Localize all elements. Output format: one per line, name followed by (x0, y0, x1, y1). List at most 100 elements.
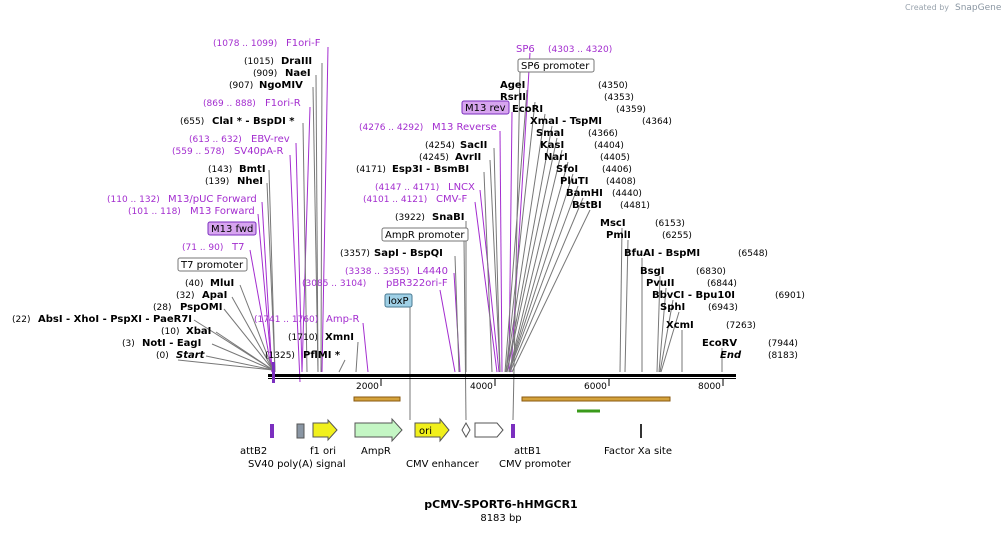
attb1-feature (511, 424, 515, 438)
site-name: NgoMIV (259, 80, 303, 91)
site-name: SfoI (556, 164, 578, 175)
site-name: PluTI (560, 176, 588, 187)
site-12: (1015)DraIII (244, 56, 312, 67)
site-position: (6901) (775, 291, 805, 301)
primer-0: (1078 .. 1099)F1ori-F (213, 38, 321, 49)
m13-rev-text: M13 rev (465, 103, 506, 114)
primer-name: SV40pA-R (234, 146, 283, 157)
t7-promoter-box (177, 257, 248, 272)
site-position: (3) (122, 339, 135, 349)
plasmid-length: 8183 bp (480, 513, 521, 524)
site-position: (6830) (696, 267, 726, 277)
site-name: Start (176, 350, 206, 361)
cmv-promoter-label: CMV promoter (499, 459, 572, 470)
m13-fwd-box (207, 221, 257, 236)
site-8: (143)BmtI (208, 164, 266, 175)
ruler-2000: 2000 (356, 382, 379, 392)
credit-text: Created by (905, 3, 949, 12)
site-4: (28)PspOMI (153, 302, 222, 313)
site-position: (4364) (642, 117, 672, 127)
primer-11: (4147 .. 4171)LNCX (375, 182, 475, 193)
site-18: (4245)AvrII (419, 152, 481, 163)
ruler-4000: 4000 (470, 382, 493, 392)
site-position: (655) (180, 117, 204, 127)
site-position: (4254) (425, 141, 455, 151)
primer-range: (4101 .. 4121) (363, 195, 427, 205)
primer-sites: (1078 .. 1099)F1ori-F(869 .. 888)F1ori-R… (107, 38, 612, 325)
site-36: (6901) BbvCI - Bpu10I (652, 290, 805, 301)
primer-name: pBR322ori-F (386, 278, 448, 289)
site-position: (907) (229, 81, 253, 91)
plasmid-name: pCMV-SPORT6-hHMGCR1 (424, 498, 577, 511)
site-name: SmaI (536, 128, 564, 139)
primer-10: (4101 .. 4121) CMV-F (363, 194, 467, 205)
site-14: (1710)XmnI (288, 332, 354, 343)
site-name: AbsI - XhoI - PspXI - PaeR7I (38, 314, 192, 325)
factorxa-label: Factor Xa site (604, 446, 672, 457)
primer-name: M13 Reverse (432, 122, 497, 133)
site-name: NarI (544, 152, 568, 163)
primer-range: (559 .. 578) (172, 147, 225, 157)
site-name: ApaI (202, 290, 227, 301)
primer-name: LNCX (448, 182, 475, 193)
site-22: (4359)EcoRI (512, 104, 646, 115)
cmv-promoter-feature (474, 422, 504, 438)
f1-ori-label: f1 ori (310, 446, 336, 457)
site-31: (6153)MscI (600, 218, 685, 229)
site-position: (7944) (768, 339, 798, 349)
site-16: (3922)SnaBI (395, 212, 464, 223)
primer-name: CMV-F (436, 194, 467, 205)
backbone-lower (268, 378, 736, 379)
ori-arrow (414, 417, 450, 443)
site-name: EcoRV (702, 338, 737, 349)
site-6: (40) MluI (185, 278, 234, 289)
site-7: (139)NheI (205, 176, 263, 187)
site-2: (10)XbaI (161, 326, 211, 337)
orange-bar-right (521, 396, 671, 402)
ampr-label: AmpR (361, 446, 391, 457)
loxp-text: loxP (388, 296, 409, 307)
site-position: (4171) (356, 165, 386, 175)
site-34: (6830)BsgI (640, 266, 726, 277)
primer-range: (4303 .. 4320) (548, 45, 612, 55)
site-15: (3357)SapI - BspQI (340, 248, 443, 259)
primer-6: (71 .. 90)T7 (182, 242, 244, 253)
site-name: NotI - EagI (142, 338, 201, 349)
site-name: SacII (460, 140, 487, 151)
backbone (268, 374, 736, 377)
site-position: (32) (176, 291, 194, 301)
site-23: (4364)XmaI - TspMI (530, 116, 672, 127)
restriction-sites: (0)Start(3)NotI - EagI(10)XbaI(22)AbsI -… (12, 56, 805, 361)
site-position: (10) (161, 327, 179, 337)
sv40-feature (296, 423, 305, 439)
site-name: MluI (210, 278, 234, 289)
site-position: (7263) (726, 321, 756, 331)
primer-name: SP6 (516, 44, 535, 55)
site-name: NaeI (285, 68, 311, 79)
primer-2: (613 .. 632)EBV-rev (189, 134, 290, 145)
site-name: PflMI * (303, 350, 341, 361)
site-name: BstBI (572, 200, 602, 211)
site-position: (3357) (340, 249, 370, 259)
site-37: (6943)SphI (660, 302, 738, 313)
primer-9: (3338 .. 3355)L4440 (345, 266, 448, 277)
site-name: XmnI (325, 332, 354, 343)
primer-4: (110 .. 132)M13/pUC Forward (107, 194, 257, 205)
site-29: (4440)BamHI (566, 188, 642, 199)
site-position: (6844) (707, 279, 737, 289)
site-name: BbvCI - Bpu10I (652, 290, 735, 301)
primer-13: (4303 .. 4320) SP6 (516, 44, 612, 55)
site-position: (40) (185, 279, 203, 289)
site-40: (8183)End (720, 350, 798, 361)
site-21: (4353)RsrII (500, 92, 634, 103)
m13-fwd-text: M13 fwd (211, 224, 253, 235)
site-position: (4405) (600, 153, 630, 163)
primer-7: (1741 .. 1760)Amp-R (254, 314, 360, 325)
cmv-enhancer-label: CMV enhancer (406, 459, 480, 470)
primer-range: (869 .. 888) (203, 99, 256, 109)
factorxa-feature (640, 424, 642, 438)
site-13: (1325)PflMI * (265, 350, 341, 361)
site-38: (7263)XcmI (666, 320, 756, 331)
site-25: (4404)KasI (540, 140, 624, 151)
site-name: ClaI * - BspDI * (212, 116, 295, 127)
